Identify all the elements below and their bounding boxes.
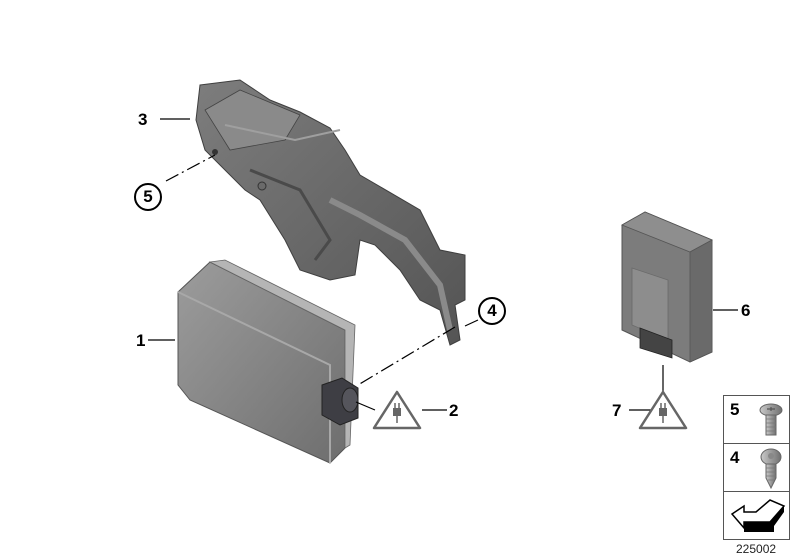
tapping-screw-icon: [760, 448, 782, 490]
legend-item-direction: [724, 492, 789, 540]
legend-label: 5: [730, 400, 740, 419]
machine-screw-icon: [759, 403, 783, 436]
callout-4-circled: 4: [478, 297, 506, 325]
bracket-part: [195, 79, 466, 346]
module-box-part: [177, 259, 359, 464]
callout-7: 7: [612, 401, 622, 420]
callout-2: 2: [449, 401, 459, 420]
callout-6: 6: [741, 301, 751, 320]
fastener-legend: 5 4: [723, 395, 790, 540]
legend-item-5: 5: [724, 396, 789, 444]
control-unit-part: [621, 211, 713, 363]
legend-item-4: 4: [724, 444, 789, 492]
connector-warning-icon: [638, 390, 688, 430]
document-number: 225002: [736, 542, 777, 556]
direction-arrow-icon: [730, 499, 786, 532]
connector-warning-icon: [372, 390, 422, 430]
leader-lines: [148, 118, 738, 411]
legend-label: 4: [730, 448, 740, 467]
callout-5-circled: 5: [134, 183, 162, 211]
callout-3: 3: [138, 110, 148, 129]
callout-1: 1: [136, 331, 146, 350]
